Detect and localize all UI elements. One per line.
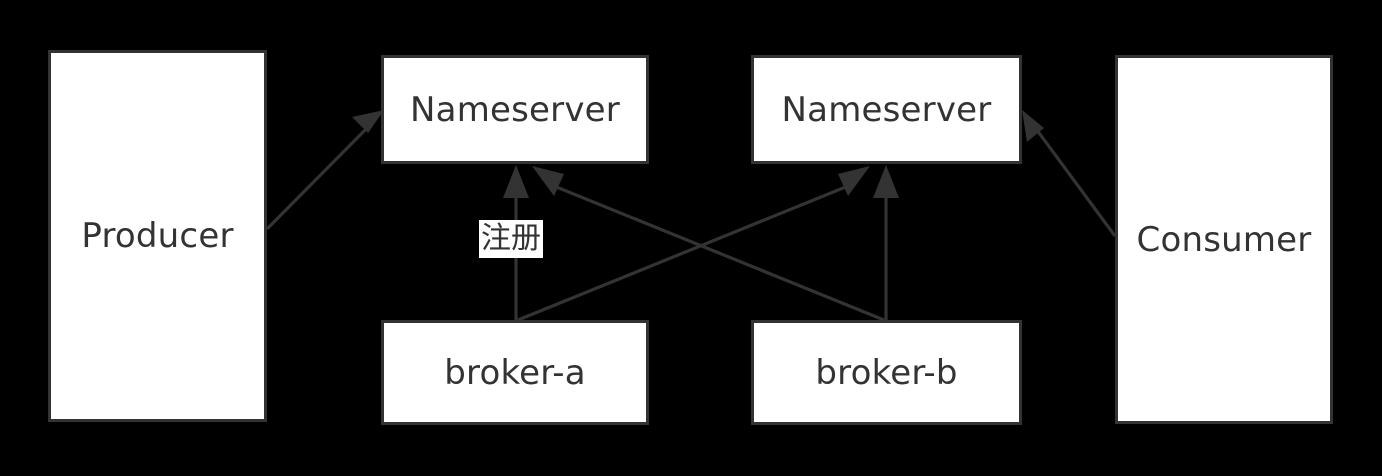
node-producer[interactable]: Producer — [48, 50, 267, 422]
node-producer-label: Producer — [81, 216, 234, 256]
node-broker-a[interactable]: broker-a — [381, 320, 649, 425]
node-consumer-label: Consumer — [1136, 219, 1312, 260]
node-broker-a-label: broker-a — [444, 352, 586, 393]
edge-broker-a-to-nameserver2 — [517, 166, 870, 322]
node-broker-b-label: broker-b — [815, 352, 958, 393]
node-nameserver-1[interactable]: Nameserver — [381, 55, 649, 164]
node-broker-b[interactable]: broker-b — [751, 320, 1022, 425]
node-consumer[interactable]: Consumer — [1115, 55, 1333, 424]
node-nameserver-2-label: Nameserver — [781, 89, 992, 130]
edge-label-register: 注册 — [479, 220, 543, 258]
node-nameserver-2[interactable]: Nameserver — [751, 55, 1022, 164]
edge-broker-b-to-nameserver2 — [873, 165, 899, 320]
edge-consumer-to-nameserver2 — [1022, 110, 1117, 237]
edge-broker-b-to-nameserver1 — [532, 166, 885, 322]
edge-producer-to-nameserver1 — [265, 110, 384, 231]
node-nameserver-1-label: Nameserver — [410, 89, 620, 130]
